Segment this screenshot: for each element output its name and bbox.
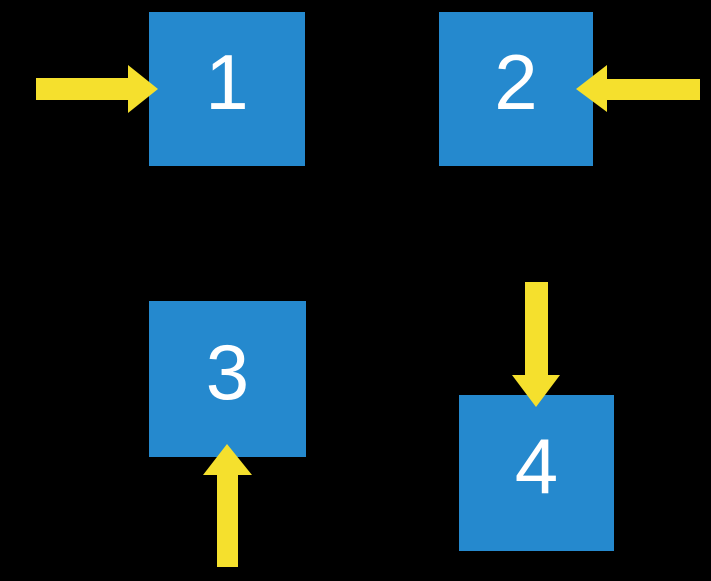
arrow-up-icon (203, 444, 252, 567)
square-label: 1 (205, 38, 249, 126)
square-label: 4 (514, 422, 559, 510)
arrow-left-icon (576, 65, 700, 112)
target-square-3[interactable]: 3 (149, 301, 306, 457)
target-square-2[interactable]: 2 (439, 12, 593, 166)
square-label: 2 (494, 38, 538, 126)
target-square-1[interactable]: 1 (149, 12, 305, 166)
arrow-right-icon (36, 65, 158, 113)
target-square-4[interactable]: 4 (459, 395, 614, 551)
square-label: 3 (205, 328, 250, 416)
arrow-down-icon (512, 282, 560, 407)
